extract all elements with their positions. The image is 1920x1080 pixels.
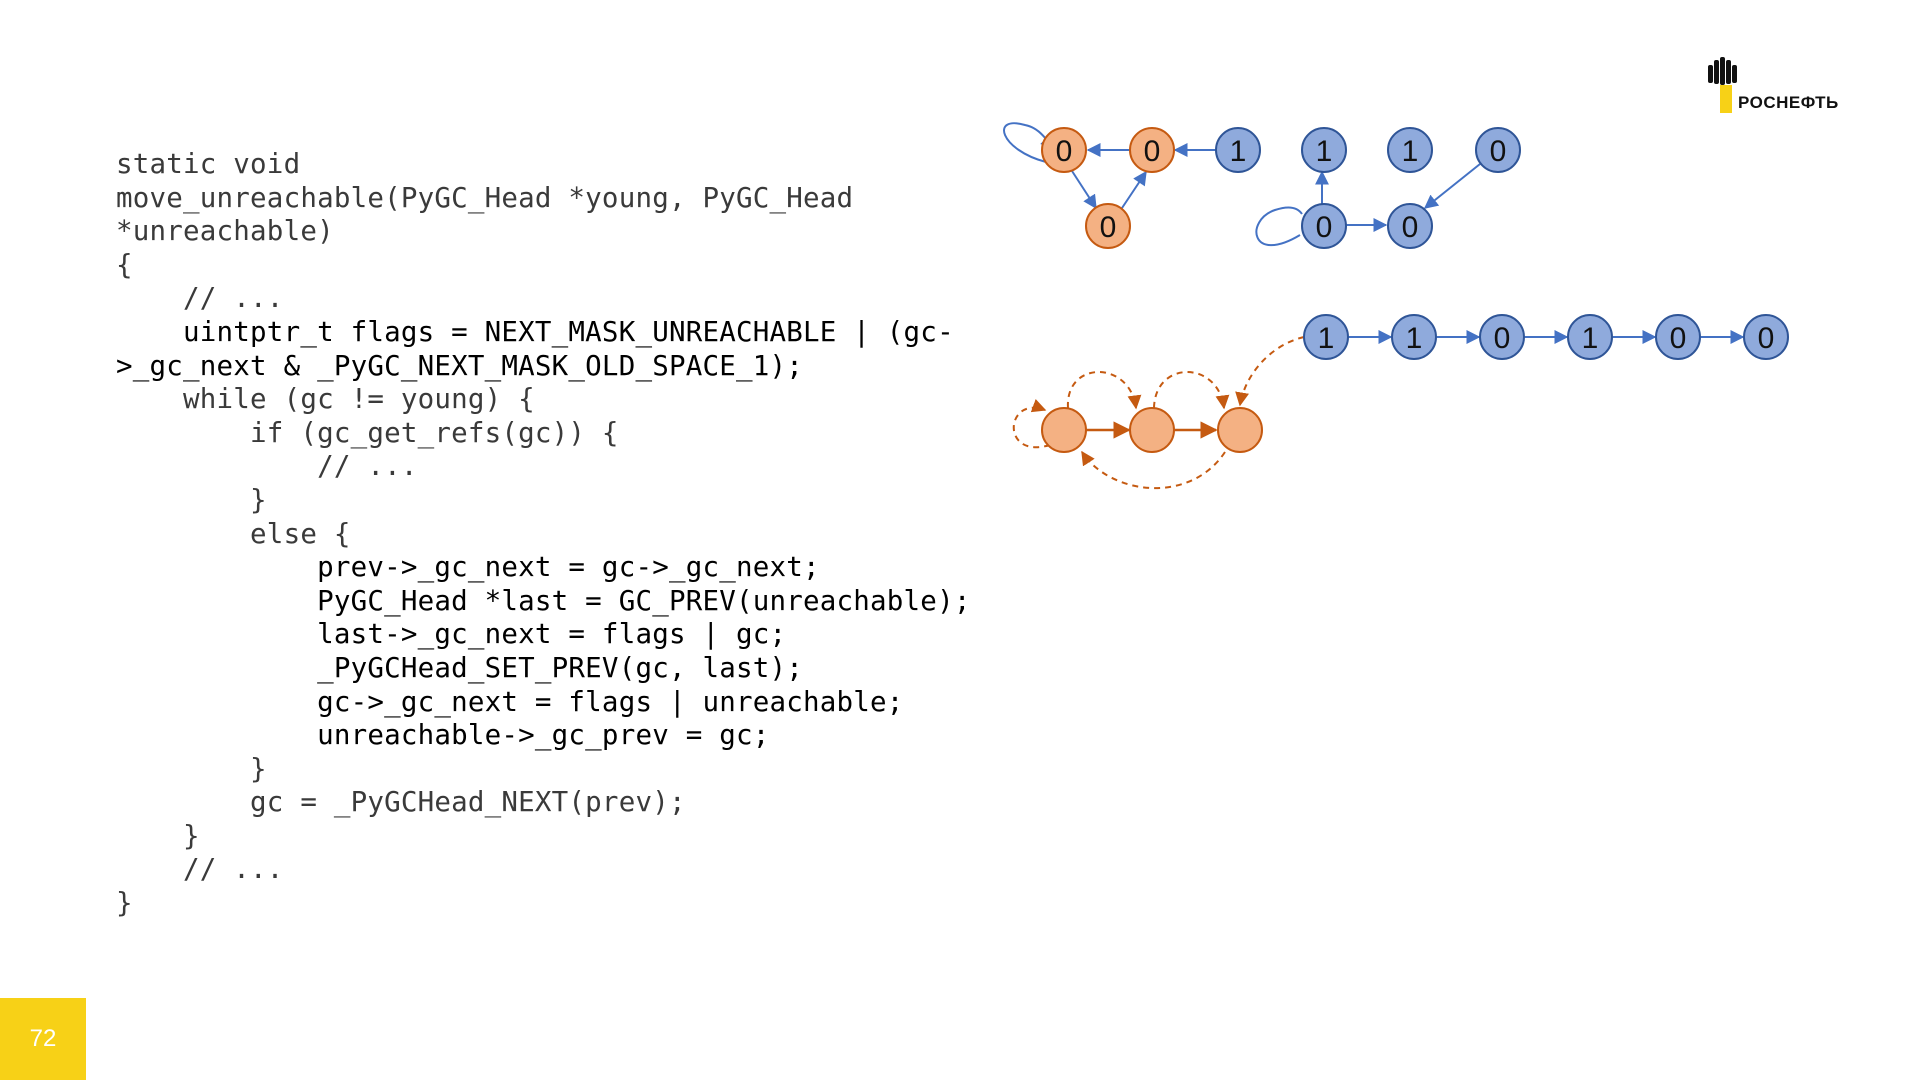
logo-text: РОСНЕФТЬ: [1738, 93, 1839, 112]
node-label: 0: [1494, 322, 1511, 355]
code-line: }: [116, 752, 267, 785]
code-line: // ...: [116, 853, 284, 886]
self-loop-edge: [1255, 206, 1303, 247]
graph-node: 0: [1387, 203, 1433, 249]
node-label: 0: [1670, 322, 1687, 355]
graph-node: 0: [1479, 314, 1525, 360]
code-line: _PyGCHead_SET_PREV(gc, last);: [116, 651, 804, 684]
node-label: 0: [1758, 322, 1775, 355]
edge: [1071, 170, 1097, 210]
graph-node: [1129, 407, 1175, 453]
graph-node: 1: [1215, 127, 1261, 173]
rosneft-logo: [1708, 57, 1737, 113]
dashed-edge: [1235, 336, 1305, 407]
edge: [1121, 170, 1147, 209]
graph-node: 0: [1041, 127, 1087, 173]
code-line: *unreachable): [116, 215, 334, 248]
logo-yellow-block: [1720, 85, 1732, 113]
graph-node: 1: [1301, 127, 1347, 173]
node-label: 1: [1402, 135, 1419, 168]
code-line: move_unreachable(PyGC_Head *young, PyGC_…: [116, 181, 854, 214]
code-line: // ...: [116, 282, 284, 315]
graph-node: [1217, 407, 1263, 453]
edge: [1423, 163, 1481, 209]
node-label: 0: [1316, 211, 1333, 244]
code-line: }: [116, 819, 200, 852]
code-line: PyGC_Head *last = GC_PREV(unreachable);: [116, 584, 971, 617]
node-label: 0: [1100, 211, 1117, 244]
code-line: static void: [116, 148, 301, 180]
graph-node: 0: [1301, 203, 1347, 249]
graph-node: 0: [1129, 127, 1175, 173]
code-line: }: [116, 887, 133, 920]
node-label: 1: [1318, 322, 1335, 355]
node-label: 1: [1406, 322, 1423, 355]
code-line: while (gc != young) {: [116, 383, 535, 416]
node-label: 0: [1490, 135, 1507, 168]
node-label: 1: [1582, 322, 1599, 355]
graph-node: 0: [1475, 127, 1521, 173]
node-label: 0: [1056, 135, 1073, 168]
graph-node: 0: [1655, 314, 1701, 360]
code-line: gc = _PyGCHead_NEXT(prev);: [116, 786, 686, 819]
dashed-edge: [1081, 450, 1226, 489]
node-label: 1: [1230, 135, 1247, 168]
graph-node: 1: [1391, 314, 1437, 360]
code-line: uintptr_t flags = NEXT_MASK_UNREACHABLE …: [116, 315, 954, 348]
code-line: gc->_gc_next = flags | unreachable;: [116, 685, 904, 718]
page-number: 72: [0, 998, 86, 1080]
graph-node: 1: [1567, 314, 1613, 360]
node-label: 1: [1316, 135, 1333, 168]
code-line: else {: [116, 517, 351, 550]
code-line: unreachable->_gc_prev = gc;: [116, 719, 770, 752]
node-label: 0: [1144, 135, 1161, 168]
code-line: {: [116, 248, 133, 281]
code-line: // ...: [116, 450, 418, 483]
node-label: 0: [1402, 211, 1419, 244]
dashed-self-loop: [1012, 399, 1051, 449]
graph-node: [1041, 407, 1087, 453]
code-line: last->_gc_next = flags | gc;: [116, 618, 787, 651]
code-line: prev->_gc_next = gc->_gc_next;: [116, 551, 820, 584]
graph-node: 1: [1387, 127, 1433, 173]
dashed-edge: [1153, 371, 1230, 410]
code-line: }: [116, 483, 267, 516]
graph-node: 0: [1085, 203, 1131, 249]
dashed-edge: [1066, 371, 1142, 410]
graph-node: 0: [1743, 314, 1789, 360]
code-line: if (gc_get_refs(gc)) {: [116, 416, 619, 449]
graph-node: 1: [1303, 314, 1349, 360]
code-line: >_gc_next & _PyGC_NEXT_MASK_OLD_SPACE_1)…: [116, 349, 804, 382]
